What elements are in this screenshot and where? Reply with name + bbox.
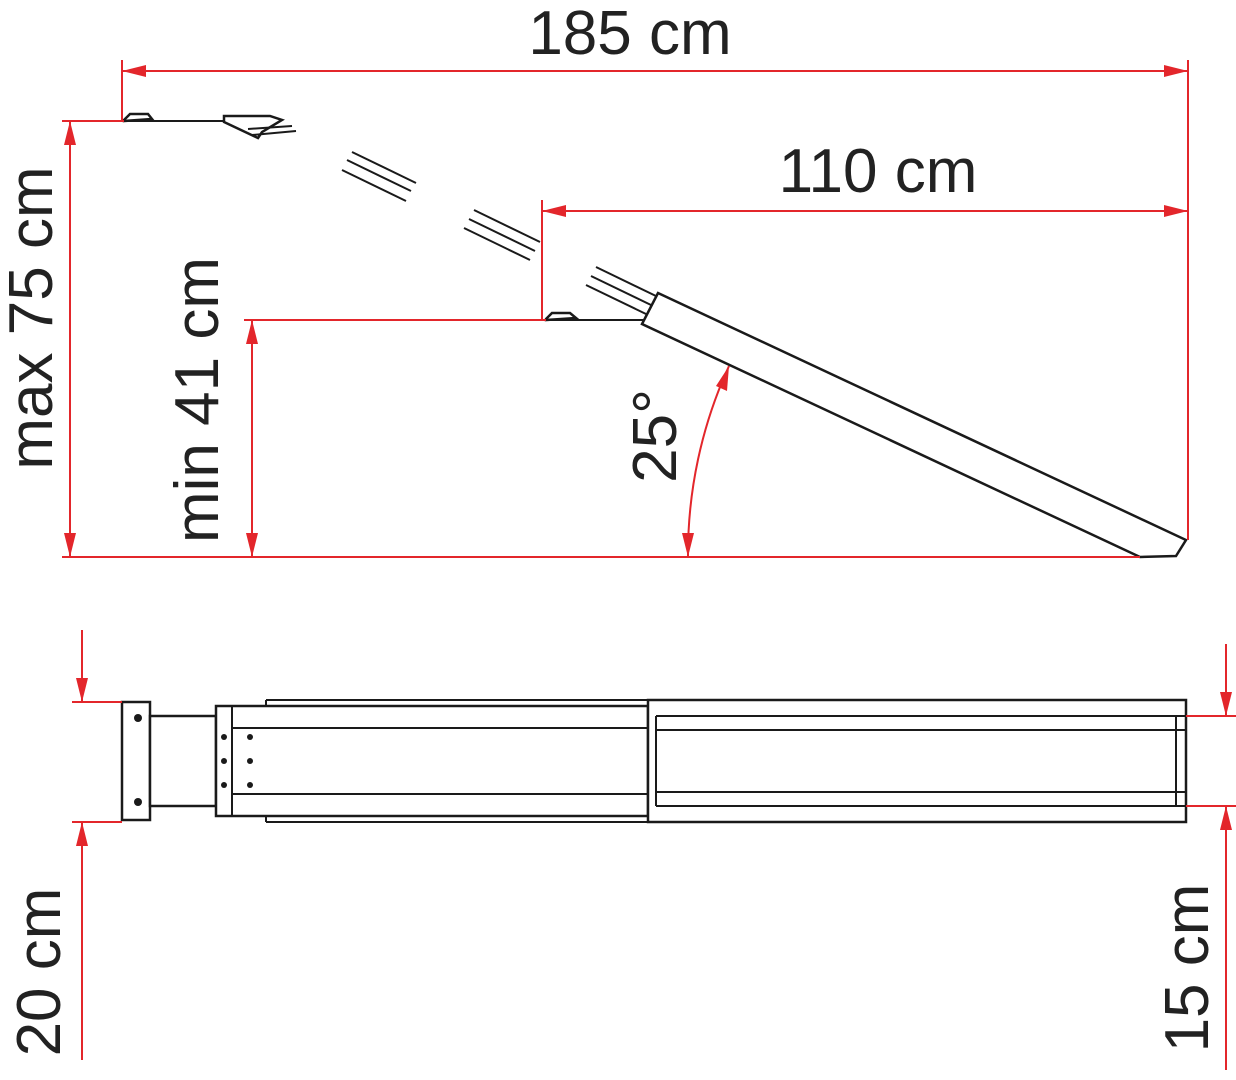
mount-width-label: 20 cm bbox=[5, 888, 74, 1057]
angle-label: 25° bbox=[621, 389, 690, 483]
top-view bbox=[120, 698, 1188, 824]
min-height-label: min 41 cm bbox=[163, 257, 232, 543]
ramp-break-lines bbox=[341, 151, 657, 315]
extension-length-label: 110 cm bbox=[779, 137, 978, 206]
total-length-label: 185 cm bbox=[528, 0, 731, 68]
outer-ramp-section bbox=[646, 698, 1188, 824]
upper-hook bbox=[122, 112, 297, 140]
max-height-label: max 75 cm bbox=[0, 166, 66, 469]
top-view-dimensions bbox=[72, 630, 1236, 1070]
ramp-width-label: 15 cm bbox=[1153, 884, 1222, 1053]
ramp-body bbox=[640, 291, 1188, 559]
side-view-dimensions bbox=[62, 60, 1189, 558]
inner-ramp-section bbox=[214, 704, 650, 818]
side-view bbox=[122, 112, 1188, 559]
lower-hook bbox=[544, 311, 650, 322]
